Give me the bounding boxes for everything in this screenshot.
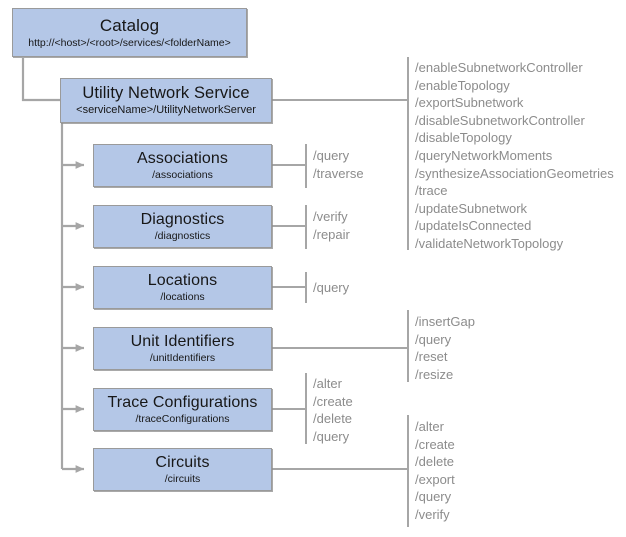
operations-list-unit-identifiers: /insertGap/query/reset/resize <box>415 313 475 383</box>
connector-circuits-operations <box>272 415 409 527</box>
node-locations-title: Locations <box>147 272 218 289</box>
operation-item: /queryNetworkMoments <box>415 147 553 163</box>
operations-list-locations: /query <box>313 279 349 297</box>
operation-item: /alter <box>313 376 342 391</box>
operation-item: /create <box>415 436 455 452</box>
node-trace-configurations-path: /traceConfigurations <box>135 413 230 425</box>
operation-item: /reset <box>415 349 448 365</box>
operations-list-associations: /query/traverse <box>313 147 364 182</box>
node-circuits-path: /circuits <box>164 473 201 485</box>
operation-item: /export <box>415 471 455 487</box>
operation-item: /enableSubnetworkController <box>415 60 583 75</box>
operation-item: /insertGap <box>415 314 475 329</box>
operation-item: /validateNetworkTopology <box>415 235 564 251</box>
operation-item: /alter <box>415 419 444 434</box>
operation-item: /resize <box>415 366 454 382</box>
operation-item: /repair <box>313 226 350 242</box>
operation-item: /exportSubnetwork <box>415 95 524 111</box>
node-diagnostics-title: Diagnostics <box>140 211 225 228</box>
node-locations[interactable]: Locations /locations <box>93 266 272 309</box>
node-circuits[interactable]: Circuits /circuits <box>93 448 272 491</box>
operations-list-service: /enableSubnetworkController/enableTopolo… <box>415 59 614 253</box>
node-diagnostics-path: /diagnostics <box>154 230 211 242</box>
operation-item: /query <box>415 489 452 505</box>
node-circuits-title: Circuits <box>155 454 210 471</box>
node-unit-identifiers-title: Unit Identifiers <box>130 333 235 350</box>
operations-list-trace-configurations: /alter/create/delete/query <box>313 375 353 445</box>
node-utility-network-service-path: <serviceName>/UtilityNetworkServer <box>76 104 256 116</box>
operation-item: /query <box>313 428 350 444</box>
operation-item: /trace <box>415 183 448 199</box>
node-associations-title: Associations <box>136 150 229 167</box>
operation-item: /query <box>313 148 350 163</box>
node-catalog-title: Catalog <box>99 15 160 35</box>
operation-item: /updateSubnetwork <box>415 200 528 216</box>
operation-item: /disableSubnetworkController <box>415 112 585 128</box>
operation-item: /synthesizeAssociationGeometries <box>415 165 614 181</box>
operation-item: /enableTopology <box>415 77 510 93</box>
operation-item: /traverse <box>313 165 364 181</box>
operation-item: /disableTopology <box>415 130 512 146</box>
node-unit-identifiers-path: /unitIdentifiers <box>149 352 216 364</box>
node-associations-path: /associations <box>152 169 213 181</box>
connector-trace-configurations-operations <box>272 373 307 444</box>
node-trace-configurations-title: Trace Configurations <box>107 394 258 411</box>
connector-service-trunk <box>60 123 85 473</box>
operation-item: /query <box>313 280 350 295</box>
node-diagnostics[interactable]: Diagnostics /diagnostics <box>93 205 272 248</box>
operations-list-diagnostics: /verify/repair <box>313 208 350 243</box>
operation-item: /updateIsConnected <box>415 218 532 234</box>
node-catalog-path: http://<host>/<root>/services/<folderNam… <box>28 36 231 49</box>
operation-item: /delete <box>313 411 353 427</box>
connector-locations-operations <box>272 272 307 303</box>
operations-list-circuits: /alter/create/delete/export/query/verify <box>415 418 455 524</box>
operation-item: /delete <box>415 454 455 470</box>
node-locations-path: /locations <box>160 291 205 303</box>
connector-unit-identifiers-operations <box>272 310 409 382</box>
connector-diagnostics-operations <box>272 205 307 249</box>
node-associations[interactable]: Associations /associations <box>93 144 272 187</box>
node-catalog[interactable]: Catalog http://<host>/<root>/services/<f… <box>12 8 247 57</box>
operation-item: /verify <box>313 209 348 224</box>
node-utility-network-service-title: Utility Network Service <box>82 84 250 102</box>
node-utility-network-service[interactable]: Utility Network Service <serviceName>/Ut… <box>60 78 272 123</box>
node-trace-configurations[interactable]: Trace Configurations /traceConfiguration… <box>93 388 272 431</box>
connector-associations-operations <box>272 144 307 188</box>
connector-service-operations <box>272 57 409 250</box>
operation-item: /query <box>415 331 452 347</box>
node-unit-identifiers[interactable]: Unit Identifiers /unitIdentifiers <box>93 327 272 370</box>
operation-item: /create <box>313 393 353 409</box>
operation-item: /verify <box>415 506 450 522</box>
